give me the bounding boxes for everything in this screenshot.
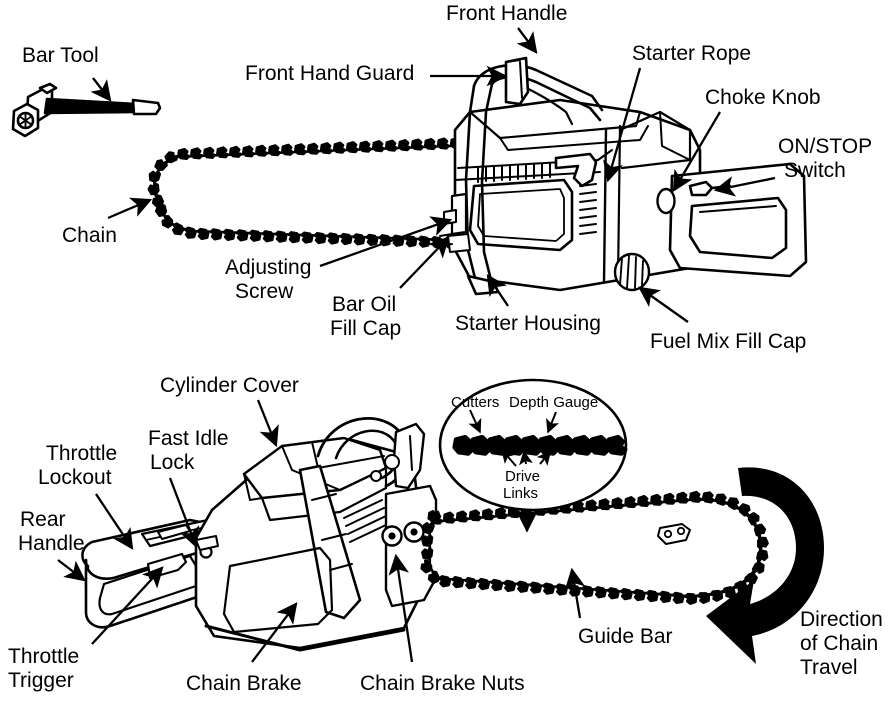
label-front-hand-guard: Front Hand Guard [245,62,415,85]
label-front-handle: Front Handle [446,2,568,25]
label-bar-oil-fill-cap-line2: Fill Cap [330,317,402,340]
label-throttle-trigger: Throttle [8,645,80,668]
label-throttle-lockout: Throttle [46,442,118,465]
label-cylinder-cover: Cylinder Cover [160,374,299,397]
label-cutters: Cutters [451,394,500,411]
label-depth-gauge: Depth Gauge [509,394,599,411]
label-on-stop-switch: ON/STOP [778,135,873,158]
label-throttle-trigger-line2: Trigger [8,669,74,692]
label-drive-links: Drive [505,468,541,485]
label-on-stop-switch-line2: Switch [784,159,846,182]
label-drive-links-line2: Links [503,485,539,502]
label-direction-line2: of Chain [800,632,879,655]
label-fast-idle-lock: Fast Idle [148,427,229,450]
label-direction-line3: Travel [800,656,858,679]
bar-tool-drawing [11,82,162,138]
label-rear-handle: Rear [20,508,66,531]
label-guide-bar: Guide Bar [578,625,673,648]
label-adjusting-screw: Adjusting [225,256,312,279]
upper-guide-bar-drawing [152,144,472,242]
label-fast-idle-lock-line2: Lock [150,451,195,474]
label-chain: Chain [62,224,117,247]
direction-of-chain-travel-arrow [706,467,824,664]
label-rear-handle-line2: Handle [18,532,85,555]
label-chain-brake-nuts: Chain Brake Nuts [360,672,525,695]
label-starter-rope: Starter Rope [632,42,752,65]
label-direction-of-chain-travel: Direction [800,608,883,631]
label-adjusting-screw-line2: Screw [235,280,294,303]
label-fuel-mix-fill-cap: Fuel Mix Fill Cap [650,330,807,353]
label-bar-oil-fill-cap: Bar Oil [332,293,397,316]
label-choke-knob: Choke Knob [705,86,821,109]
label-starter-housing: Starter Housing [455,312,601,335]
label-chain-brake: Chain Brake [186,672,302,695]
label-bar-tool: Bar Tool [22,44,99,67]
lower-powerhead-drawing [81,417,438,652]
label-throttle-lockout-line2: Lockout [38,466,112,489]
